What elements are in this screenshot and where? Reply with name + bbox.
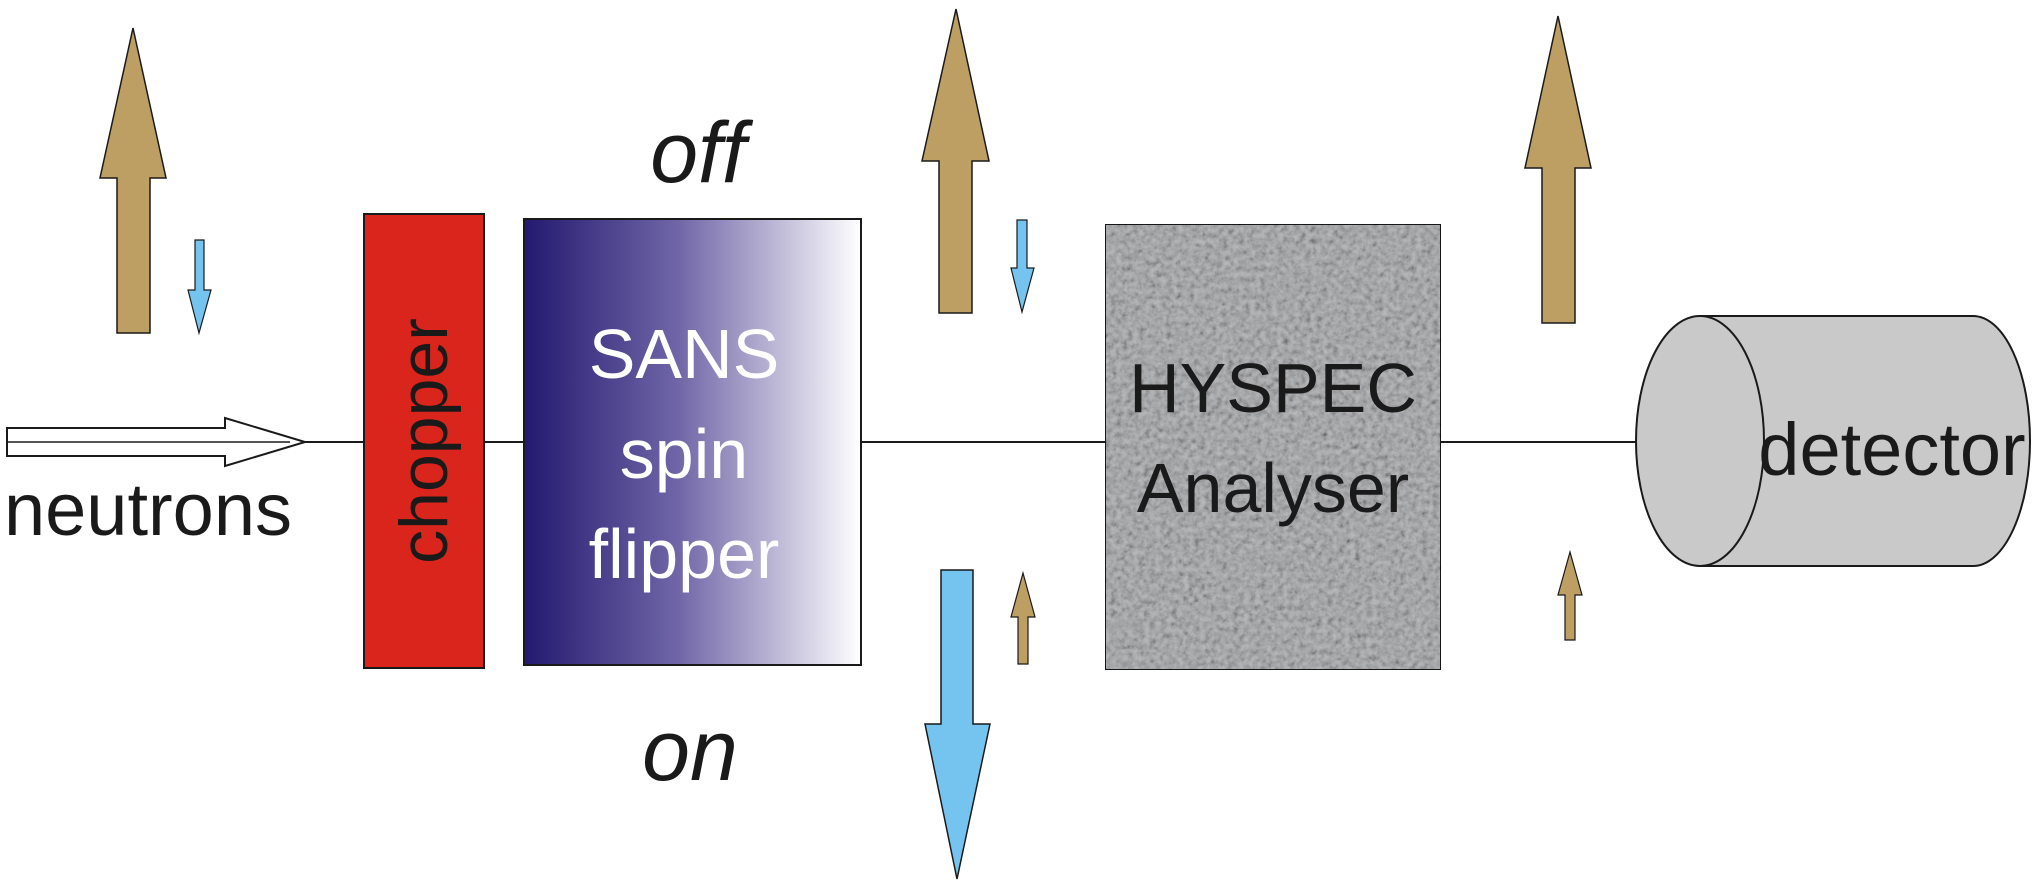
spin-flipper-box [523, 218, 862, 666]
detector-label: detector [1758, 408, 2025, 491]
spin-down-arrow-2 [1010, 219, 1035, 315]
spin-up-arrow-1 [99, 27, 167, 334]
spin-up-arrow-2 [921, 8, 990, 314]
spin-up-arrow-3-small [1557, 549, 1583, 641]
spin-down-arrow-1 [187, 239, 212, 336]
flipper-label-line3: flipper [589, 515, 780, 593]
flipper-label-line1: SANS [589, 315, 780, 393]
state-on-label: on [642, 703, 738, 799]
spin-up-arrow-2-on [1010, 570, 1036, 665]
analyser-label-line1: HYSPEC [1129, 349, 1417, 427]
state-off-label: off [650, 105, 754, 201]
flipper-label-line2: spin [620, 415, 748, 493]
analyser-box [1104, 223, 1442, 671]
chopper-box [363, 213, 485, 669]
detector-cylinder [1635, 315, 2031, 567]
analyser-label-line2: Analyser [1137, 449, 1409, 527]
spin-up-arrow-3 [1524, 15, 1592, 324]
spin-down-arrow-2-on [924, 569, 991, 880]
neutrons-label: neutrons [4, 468, 292, 551]
chopper-label: chopper [386, 318, 462, 564]
